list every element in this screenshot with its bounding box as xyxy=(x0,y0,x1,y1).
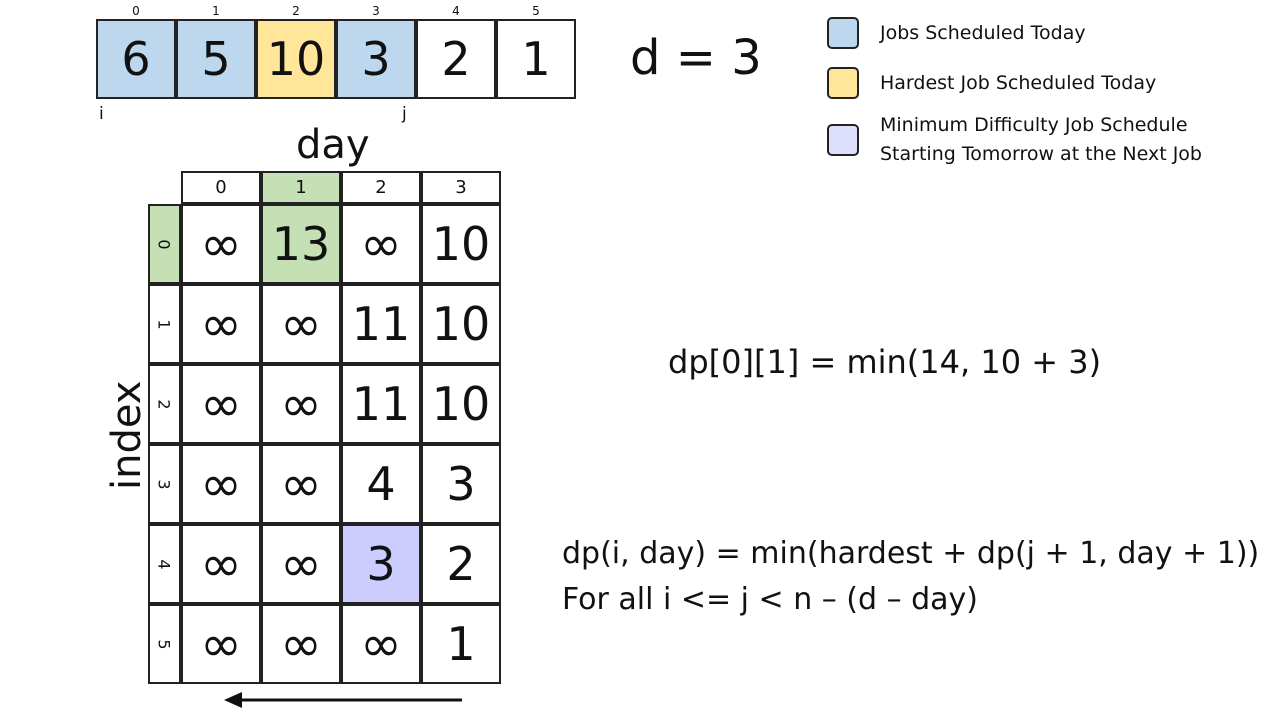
job-index-label: 3 xyxy=(372,4,380,18)
dp-cell: 11 xyxy=(341,284,421,364)
index-row-label: 0 xyxy=(155,238,174,250)
job-cell: 6 xyxy=(96,19,176,99)
index-row-header: 3 xyxy=(148,444,181,524)
dp-cell: 10 xyxy=(421,284,501,364)
dp-cell: 4 xyxy=(341,444,421,524)
index-row-label: 2 xyxy=(155,398,174,410)
dp-cell: ∞ xyxy=(261,524,341,604)
job-index-label: 0 xyxy=(132,4,140,18)
dp-cell: ∞ xyxy=(181,604,261,684)
job-cell: 10 xyxy=(256,19,336,99)
dp-cell: ∞ xyxy=(261,364,341,444)
dp-cell: 11 xyxy=(341,364,421,444)
dp-cell: ∞ xyxy=(181,524,261,604)
legend-swatch-today xyxy=(827,17,859,49)
day-column-header: 1 xyxy=(261,171,341,204)
job-index-label: 2 xyxy=(292,4,300,18)
dp-cell: 3 xyxy=(421,444,501,524)
recurrence-formula: dp(i, day) = min(hardest + dp(j + 1, day… xyxy=(562,536,1260,571)
dp-cell: 3 xyxy=(341,524,421,604)
dp-cell: ∞ xyxy=(261,284,341,364)
pointer-i-label: i xyxy=(99,104,104,124)
dp-cell: ∞ xyxy=(341,604,421,684)
dp-cell: ∞ xyxy=(181,444,261,524)
job-index-label: 4 xyxy=(452,4,460,18)
current-computation: dp[0][1] = min(14, 10 + 3) xyxy=(668,343,1102,381)
recurrence-range: For all i <= j < n – (d – day) xyxy=(562,582,979,617)
day-column-header: 3 xyxy=(421,171,501,204)
job-cell: 2 xyxy=(416,19,496,99)
legend-swatch-next xyxy=(827,124,859,156)
legend-label-today: Jobs Scheduled Today xyxy=(880,22,1086,44)
dp-cell: ∞ xyxy=(341,204,421,284)
index-row-header: 2 xyxy=(148,364,181,444)
dp-cell: 13 xyxy=(261,204,341,284)
legend-label-next-line2: Starting Tomorrow at the Next Job xyxy=(880,143,1202,165)
index-row-label: 4 xyxy=(155,558,174,570)
index-row-label: 3 xyxy=(155,478,174,490)
day-axis-title: day xyxy=(296,122,370,168)
legend-swatch-hardest xyxy=(827,67,859,99)
left-arrow-icon xyxy=(224,692,462,708)
pointer-j-label: j xyxy=(402,104,407,124)
job-index-label: 1 xyxy=(212,4,220,18)
dp-cell: ∞ xyxy=(181,284,261,364)
job-index-label: 5 xyxy=(532,4,540,18)
dp-cell: 10 xyxy=(421,204,501,284)
dp-cell: ∞ xyxy=(261,444,341,524)
job-cell: 1 xyxy=(496,19,576,99)
job-cell: 5 xyxy=(176,19,256,99)
index-row-header: 5 xyxy=(148,604,181,684)
days-count-label: d = 3 xyxy=(630,30,762,86)
index-row-label: 1 xyxy=(155,318,174,330)
index-row-header: 0 xyxy=(148,204,181,284)
legend-label-next-line1: Minimum Difficulty Job Schedule xyxy=(880,114,1188,136)
legend-label-hardest: Hardest Job Scheduled Today xyxy=(880,72,1157,94)
day-column-header: 2 xyxy=(341,171,421,204)
dp-cell: ∞ xyxy=(261,604,341,684)
index-row-header: 1 xyxy=(148,284,181,364)
index-row-label: 5 xyxy=(155,638,174,650)
dp-cell: 1 xyxy=(421,604,501,684)
dp-cell: ∞ xyxy=(181,204,261,284)
dp-cell: 2 xyxy=(421,524,501,604)
day-column-header: 0 xyxy=(181,171,261,204)
index-row-header: 4 xyxy=(148,524,181,604)
job-cell: 3 xyxy=(336,19,416,99)
dp-cell: 10 xyxy=(421,364,501,444)
dp-cell: ∞ xyxy=(181,364,261,444)
